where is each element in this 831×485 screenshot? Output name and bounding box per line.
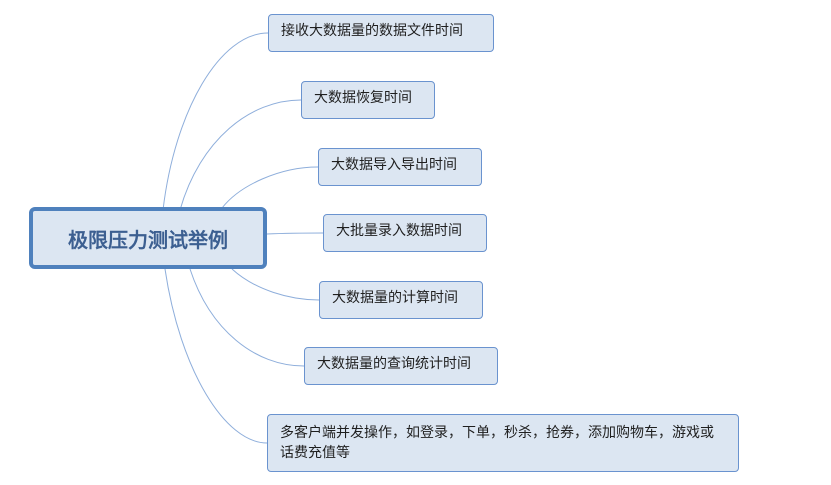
branch-topic[interactable]: 大数据量的计算时间: [319, 281, 483, 319]
branch-topic[interactable]: 多客户端并发操作，如登录，下单，秒杀，抢券，添加购物车，游戏或话费充值等: [267, 414, 739, 472]
branch-topic[interactable]: 大数据恢复时间: [301, 81, 435, 119]
branch-topic-label: 大数据量的查询统计时间: [317, 356, 471, 372]
connector-branch-3: [266, 232, 324, 235]
branch-topic[interactable]: 大批量录入数据时间: [323, 214, 487, 252]
connector-branch-2: [221, 166, 319, 209]
branch-topic-label: 接收大数据量的数据文件时间: [281, 23, 463, 39]
branch-topic-label: 大数据量的计算时间: [332, 290, 458, 306]
root-topic[interactable]: 极限压力测试举例: [29, 207, 267, 269]
branch-topic-label: 多客户端并发操作，如登录，下单，秒杀，抢券，添加购物车，游戏或话费充值等: [280, 425, 714, 461]
branch-topic-label: 大数据导入导出时间: [331, 157, 457, 173]
connector-branch-1: [179, 99, 302, 211]
connector-branch-5: [189, 268, 305, 367]
branch-topic-label: 大批量录入数据时间: [336, 223, 462, 239]
connector-branch-4: [231, 268, 320, 301]
connector-branch-6: [164, 268, 268, 444]
connector-branch-0: [162, 32, 269, 211]
root-topic-label: 极限压力测试举例: [68, 227, 228, 252]
branch-topic[interactable]: 大数据导入导出时间: [318, 148, 482, 186]
branch-topic[interactable]: 接收大数据量的数据文件时间: [268, 14, 494, 52]
branch-topic[interactable]: 大数据量的查询统计时间: [304, 347, 498, 385]
branch-topic-label: 大数据恢复时间: [314, 90, 412, 106]
